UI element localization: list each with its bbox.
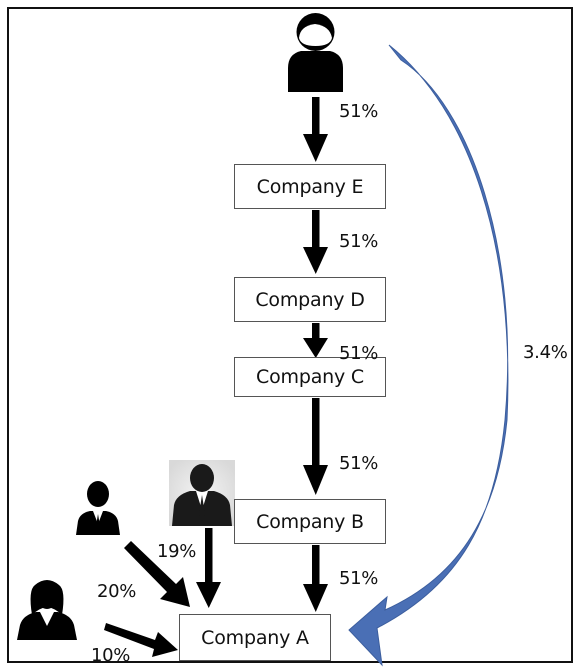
pct-c-to-b: 51% (339, 453, 379, 474)
company-c-box: Company C (234, 357, 386, 397)
pct-person2-to-a: 20% (97, 581, 137, 602)
arrow-d-to-c (303, 323, 328, 358)
arrow-person1-to-a (196, 528, 221, 608)
businessman-icon (76, 481, 120, 535)
company-d-box: Company D (234, 277, 386, 322)
pct-d-to-c: 51% (339, 343, 379, 364)
company-b-box: Company B (234, 499, 386, 544)
company-e-box: Company E (234, 164, 386, 209)
pct-person1-to-a: 19% (157, 541, 197, 562)
arrow-c-to-b (303, 398, 328, 495)
arrow-e-to-d (303, 210, 328, 274)
arrow-b-to-a (303, 545, 328, 612)
pct-person3-to-a: 10% (91, 645, 131, 666)
diagram-frame (7, 7, 573, 663)
indirect-ownership-arrow (348, 44, 509, 667)
pct-b-to-a: 51% (339, 568, 379, 589)
pct-owner-to-e: 51% (339, 101, 379, 122)
businessman-icon (169, 460, 235, 526)
arrow-owner-to-e (303, 97, 328, 162)
businesswoman-icon (17, 580, 77, 640)
pct-indirect-owner-to-a: 3.4% (523, 342, 568, 363)
arrow-person3-to-a (104, 623, 178, 657)
pct-e-to-d: 51% (339, 231, 379, 252)
arrow-person2-to-a (124, 541, 190, 607)
company-a-box: Company A (179, 614, 331, 661)
owner-person-icon (288, 13, 343, 92)
direct-ownership-arrows (104, 97, 328, 657)
